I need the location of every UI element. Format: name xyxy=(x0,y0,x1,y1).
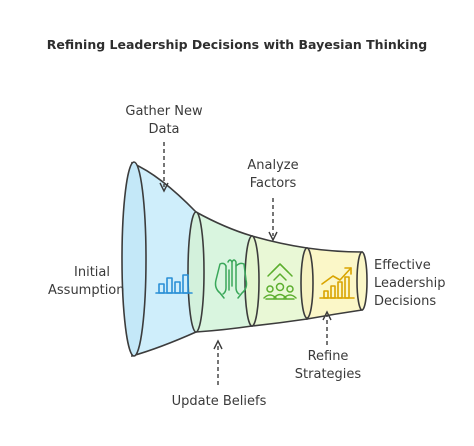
diagram-title: Refining Leadership Decisions with Bayes… xyxy=(46,37,428,52)
segment-divider-2 xyxy=(244,235,260,327)
bar-chart-icon xyxy=(155,274,193,294)
arrowhead-refine-strategies xyxy=(322,310,332,321)
arrowhead-analyze-factors xyxy=(268,231,278,242)
funnel-exit xyxy=(356,251,368,311)
funnel-segment-analyze-factors xyxy=(251,234,308,327)
arrowhead-update-beliefs xyxy=(213,339,223,350)
segment-divider-3 xyxy=(300,247,314,319)
segment-divider-1 xyxy=(187,211,205,333)
label-gather-new-data: Gather New Data xyxy=(125,104,203,137)
label-update-beliefs: Update Beliefs xyxy=(171,394,267,409)
label-refine-strategies: Refine Strategies xyxy=(294,349,362,382)
label-initial-assumption: Initial Assumption xyxy=(48,265,125,298)
team-growth-icon xyxy=(263,263,297,300)
funnel-mouth xyxy=(121,161,147,357)
label-analyze-factors: Analyze Factors xyxy=(247,158,299,191)
trending-chart-icon xyxy=(319,267,355,299)
funnel-segment-refine-strategies xyxy=(306,247,363,320)
praying-hands-icon xyxy=(214,259,248,299)
arrowhead-gather-new-data xyxy=(159,182,169,193)
label-effective-leadership-decisions: Effective Leadership Decisions xyxy=(374,258,446,309)
